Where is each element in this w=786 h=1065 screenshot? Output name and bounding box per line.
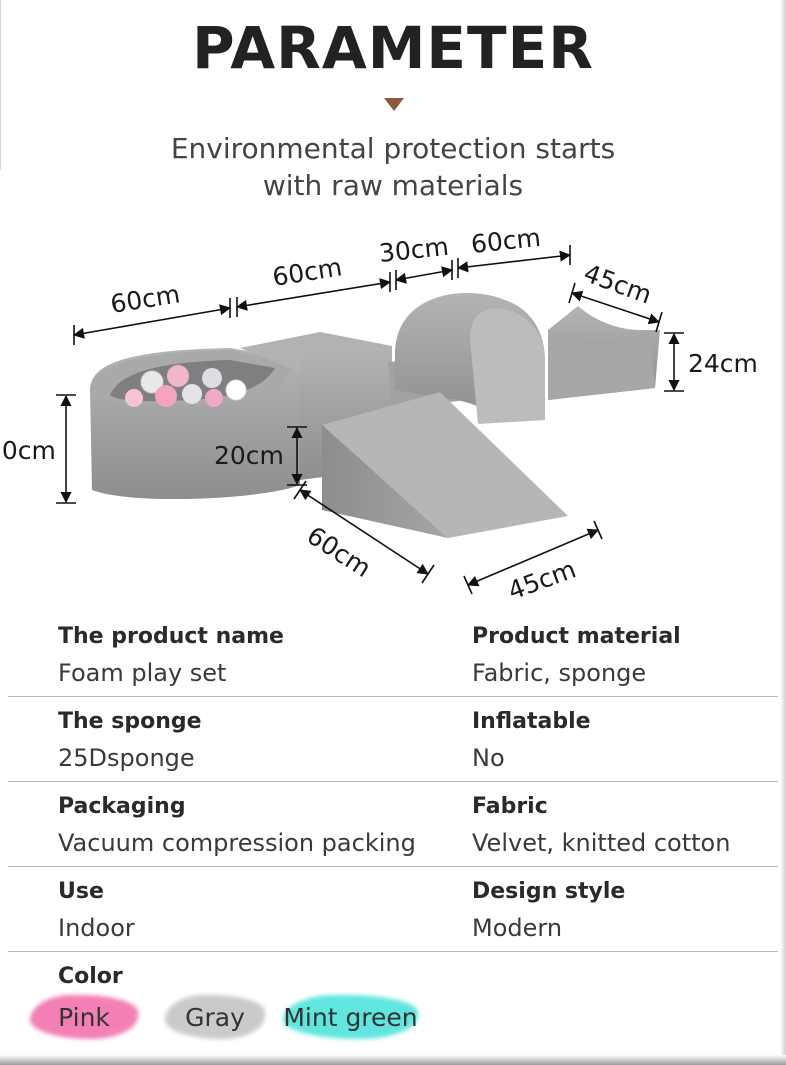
param-cell: The product name Foam play set	[58, 622, 284, 691]
param-cell: Design style Modern	[472, 877, 625, 946]
product-dimension-diagram: 60cm 60cm 30cm 60cm 45cm 24cm 30cm 20cm …	[0, 225, 758, 606]
dim-label-pool-height: 30cm	[0, 436, 56, 465]
dim-label-wave-height: 24cm	[688, 349, 758, 378]
dim-label-block-width: 60cm	[270, 252, 344, 292]
param-row: Use Indoor Design style Modern	[0, 867, 786, 952]
color-swatch-gray	[165, 995, 265, 1039]
row-divider	[8, 696, 778, 697]
color-option-mint-green[interactable]: Mint green	[283, 995, 418, 1039]
color-name: Gray	[185, 1002, 245, 1032]
param-cell: Product material Fabric, sponge	[472, 622, 681, 691]
dim-label-ramp-width: 45cm	[504, 554, 580, 605]
color-option-gray[interactable]: Gray	[165, 995, 265, 1039]
color-name: Mint green	[283, 1002, 418, 1032]
color-name: Pink	[58, 1002, 110, 1032]
page-subtitle: Environmental protection starts with raw…	[0, 130, 786, 204]
dim-label-ramp-length: 60cm	[302, 521, 376, 583]
param-value: Fabric, sponge	[472, 659, 647, 687]
color-option-pink[interactable]: Pink	[30, 995, 138, 1039]
param-label: The sponge	[58, 709, 202, 734]
param-value: Indoor	[58, 914, 135, 942]
cylinder-piece	[388, 292, 545, 424]
frame-bottom-edge	[0, 1055, 786, 1065]
param-cell: The sponge 25Dsponge	[58, 707, 202, 776]
param-value: Modern	[472, 914, 563, 942]
param-label: Packaging	[58, 794, 186, 819]
parameter-table: The product name Foam play set Product m…	[0, 612, 786, 952]
param-value: 25Dsponge	[58, 744, 195, 772]
down-triangle-icon	[384, 98, 404, 111]
dim-label-ramp-height: 20cm	[214, 441, 284, 470]
param-label: Design style	[472, 879, 626, 904]
dimension-lines	[56, 245, 684, 595]
param-label: Use	[58, 879, 104, 904]
row-divider	[8, 951, 778, 952]
color-section: Color Pink Gray Mint green	[0, 952, 786, 1052]
param-row: Packaging Vacuum compression packing Fab…	[0, 782, 786, 867]
dim-label-wave-width: 60cm	[470, 225, 543, 259]
param-cell: Fabric Velvet, knitted cotton	[472, 792, 730, 861]
param-value: No	[472, 744, 505, 772]
param-cell: Packaging Vacuum compression packing	[58, 792, 416, 861]
param-label: Product material	[472, 624, 681, 649]
param-cell: Inflatable No	[472, 707, 591, 776]
frame-right-edge	[780, 0, 786, 1065]
subtitle-line-1: Environmental protection starts	[170, 132, 616, 165]
wave-piece	[548, 306, 660, 400]
param-row: The product name Foam play set Product m…	[0, 612, 786, 697]
dim-label-cylinder-width: 30cm	[378, 232, 451, 268]
color-swatch-pink	[30, 995, 138, 1039]
dim-label-wave-depth: 45cm	[580, 258, 656, 309]
param-cell: Use Indoor	[58, 877, 135, 946]
ball-pool-piece	[90, 348, 300, 500]
param-value: Vacuum compression packing	[58, 829, 416, 857]
page-title: PARAMETER	[192, 14, 594, 82]
param-label: Fabric	[472, 794, 548, 819]
color-label: Color	[58, 964, 123, 989]
param-value: Velvet, knitted cotton	[472, 829, 731, 857]
param-label: The product name	[58, 624, 284, 649]
subtitle-line-2: with raw materials	[262, 169, 524, 202]
param-row: The sponge 25Dsponge Inflatable No	[0, 697, 786, 782]
color-swatch-mint-green	[283, 995, 418, 1039]
param-value: Foam play set	[58, 659, 227, 687]
frame-left-edge	[0, 0, 1, 170]
row-divider	[8, 781, 778, 782]
dim-label-pool-width: 60cm	[108, 279, 182, 319]
row-divider	[8, 866, 778, 867]
param-label: Inflatable	[472, 709, 591, 734]
